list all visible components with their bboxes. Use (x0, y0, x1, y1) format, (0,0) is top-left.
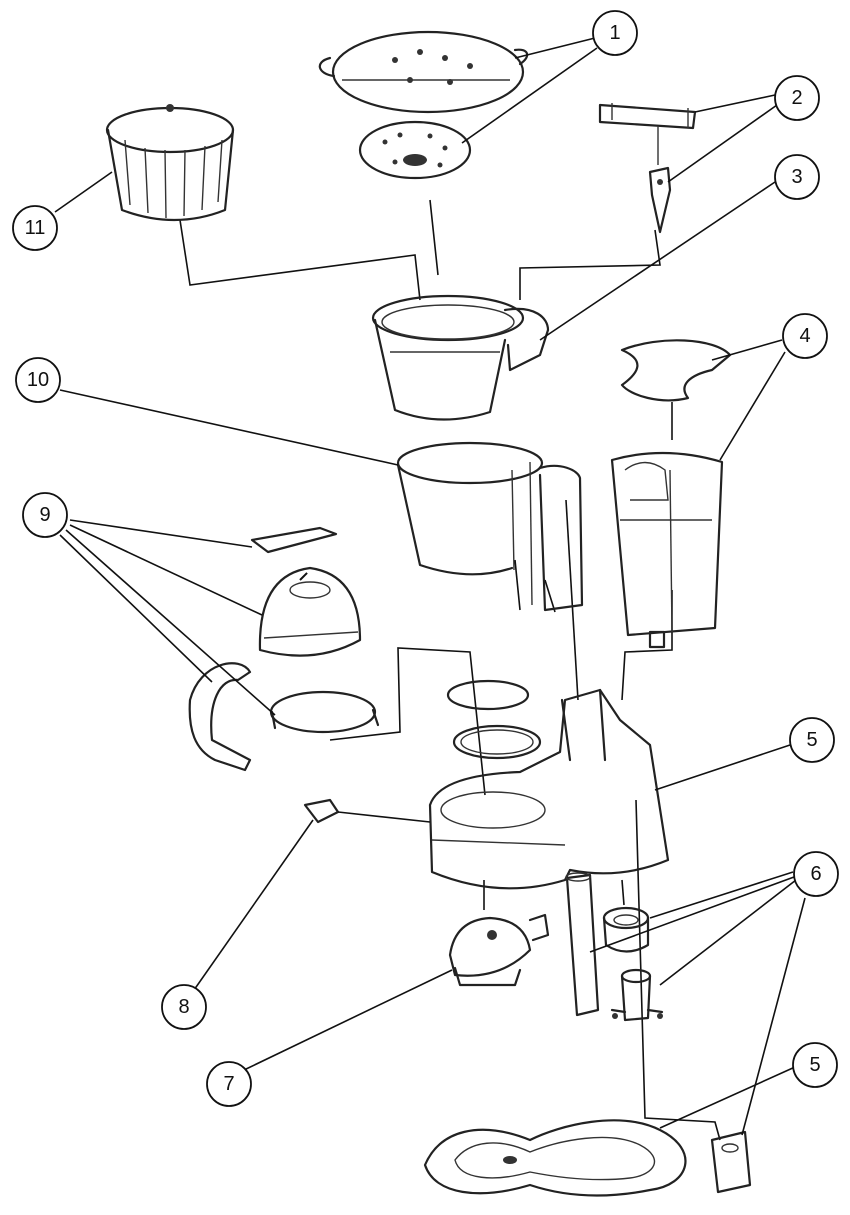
callout-8: 8 (161, 984, 207, 1030)
carafe-handle (188, 662, 252, 772)
valve-spring (598, 103, 697, 234)
svg-text:5: 5 (809, 1054, 820, 1076)
shower-head (358, 120, 472, 180)
check-valve (610, 968, 664, 1022)
reservoir-lid (620, 339, 732, 402)
callout-10: 10 (15, 357, 61, 403)
svg-text:4: 4 (799, 325, 810, 347)
filter-holder (371, 294, 550, 421)
heating-element (448, 913, 550, 987)
svg-text:10: 10 (27, 369, 49, 391)
carafe-lid (250, 526, 362, 657)
callout-4: 4 (782, 313, 828, 359)
callout-5-bottom: 5 (792, 1042, 838, 1088)
seal-rings (446, 679, 542, 760)
svg-text:8: 8 (178, 996, 189, 1018)
leader-lines (54, 37, 806, 1136)
svg-text:3: 3 (791, 166, 802, 188)
svg-text:9: 9 (39, 504, 50, 526)
svg-text:2: 2 (791, 87, 802, 109)
svg-text:7: 7 (223, 1073, 234, 1095)
bottom-plate (423, 1119, 687, 1197)
callout-11: 11 (12, 205, 58, 251)
assembly-lines (179, 199, 721, 1141)
carafe (396, 441, 584, 612)
svg-text:1: 1 (609, 22, 620, 44)
filter-basket (105, 104, 235, 222)
callout-6: 6 (793, 851, 839, 897)
callout-2: 2 (774, 75, 820, 121)
callout-9: 9 (22, 492, 68, 538)
svg-text:11: 11 (25, 217, 46, 239)
filter-lid (318, 30, 529, 114)
tube (565, 872, 600, 1017)
switch (303, 798, 340, 824)
svg-text:6: 6 (810, 863, 821, 885)
base-housing (428, 688, 670, 890)
callout-1: 1 (592, 10, 638, 56)
clip (710, 1130, 752, 1194)
callout-3: 3 (774, 154, 820, 200)
grommet (602, 906, 650, 953)
callout-5: 5 (789, 717, 835, 763)
water-reservoir (610, 451, 724, 649)
callout-7: 7 (206, 1061, 252, 1107)
lid-ring (269, 690, 380, 734)
svg-text:5: 5 (806, 729, 817, 751)
